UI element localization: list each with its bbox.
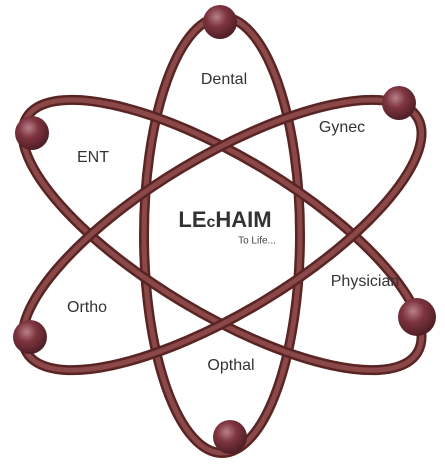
label-ortho: Ortho: [66, 299, 108, 316]
logo-part-haim: HAIM: [215, 207, 272, 232]
label-opthal: Opthal: [207, 357, 255, 374]
logo-tagline: To Life...: [238, 235, 276, 247]
label-dental: Dental: [200, 71, 248, 88]
sphere-bottom: [213, 420, 247, 454]
sphere-left: [15, 116, 49, 150]
logo-part-le: LE: [178, 207, 207, 232]
label-physician: Physician: [330, 273, 400, 290]
logo-text: LEcHAIM: [178, 207, 271, 233]
sphere-top-right: [382, 86, 416, 120]
logo-part-c: c: [206, 214, 216, 231]
label-ent: ENT: [77, 149, 109, 166]
sphere-bottom-left: [13, 320, 47, 354]
label-gynec: Gynec: [318, 119, 366, 136]
sphere-top: [203, 5, 237, 39]
sphere-right: [398, 298, 436, 336]
